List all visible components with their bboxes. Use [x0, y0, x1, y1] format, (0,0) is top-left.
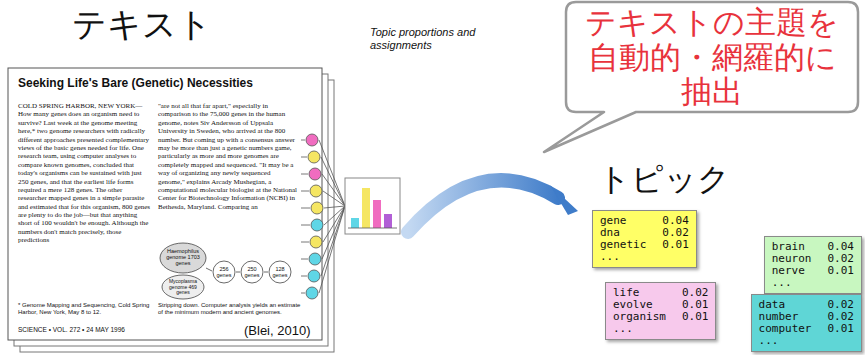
article-column: COLD SPRING HARBOR, NEW YORK— How many g…	[18, 102, 152, 245]
topic-word: genetic	[600, 239, 646, 251]
assignment-line	[301, 174, 308, 175]
assignment-line	[301, 140, 305, 141]
topic-probability: 0.01	[828, 323, 855, 335]
topic-dot	[309, 253, 321, 265]
topic-word: gene	[600, 215, 646, 227]
topic-probability: 0.01	[828, 265, 855, 277]
topic-probability: 0.02	[828, 311, 855, 323]
topic-note: brain 0.04 neuron 0.02 nerve 0.01...	[764, 236, 862, 294]
journal-footer: SCIENCE • VOL. 272 • 24 MAY 1996	[18, 326, 218, 334]
topic-probability: 0.01	[682, 311, 709, 323]
topic-word: dna	[600, 227, 646, 239]
proportion-line	[321, 206, 345, 276]
topic-word: nerve	[772, 265, 812, 277]
topic-word: number	[759, 311, 812, 323]
topic-dots	[306, 134, 323, 299]
assignment-line	[301, 276, 307, 277]
proportion-line	[321, 157, 345, 206]
topic-probability: 0.01	[662, 239, 689, 251]
topic-probability: 0.01	[682, 299, 709, 311]
topic-dot	[308, 151, 320, 163]
proportion-line	[324, 206, 345, 208]
figure-caption: Stripping down. Computer analysis yields…	[158, 302, 303, 316]
front-page	[8, 68, 322, 340]
topic-dot	[310, 185, 322, 197]
topic-dot	[306, 134, 318, 146]
callout-text: テキストの主題を自動的・網羅的に抽出	[581, 5, 843, 109]
topic-word: ...	[600, 251, 646, 263]
topic-probability: 0.04	[662, 215, 689, 227]
figure-label: Haemophilus genome 1703 genes	[163, 248, 203, 266]
flow-arrow	[408, 180, 578, 232]
callout-shape	[544, 2, 858, 152]
topic-probability: 0.04	[828, 241, 855, 253]
callout-box: テキストの主題を自動的・網羅的に抽出	[566, 2, 858, 112]
topic-probability: 0.02	[682, 287, 709, 299]
topic-probability: 0.02	[828, 299, 855, 311]
assignment-line	[301, 242, 309, 243]
assignment-line	[301, 225, 310, 226]
topic-probability: 0.02	[662, 227, 689, 239]
proportion-line	[322, 206, 345, 259]
topic-word: evolve	[613, 299, 666, 311]
figure-label: 250 genes	[242, 266, 262, 278]
topic-probability: 0.02	[828, 253, 855, 265]
topic-word: ...	[613, 323, 666, 335]
proportion-line	[323, 191, 345, 206]
topic-word: ...	[759, 335, 812, 347]
assignment-line	[301, 208, 310, 209]
assignment-line	[301, 191, 309, 192]
topic-dot	[309, 168, 321, 180]
citation: (Blei, 2010)	[244, 324, 310, 338]
topic-word: brain	[772, 241, 812, 253]
proportion-line	[323, 206, 345, 242]
topic-dot	[310, 236, 322, 248]
topic-dot	[308, 270, 320, 282]
figure-label: 128 genes	[270, 266, 290, 278]
article-title: Seeking Life's Bare (Genetic) Necessitie…	[18, 76, 314, 90]
topic-note: data 0.02 number 0.02 computer 0.01...	[751, 294, 862, 352]
proportion-line	[319, 206, 345, 293]
genome-figure	[160, 243, 291, 299]
topic-dot	[311, 202, 323, 214]
proportion-chart	[345, 178, 400, 234]
proportion-line	[319, 140, 345, 206]
assignment-line	[301, 259, 308, 260]
topic-word: neuron	[772, 253, 812, 265]
article-column: "are not all that far apart," especially…	[158, 102, 298, 211]
figure-label: Mycoplasma genome 469 genes	[165, 279, 201, 296]
section-label: トピック	[598, 162, 730, 197]
assignment-line	[301, 157, 307, 158]
topic-note: gene 0.04 dna 0.02 genetic 0.01...	[592, 210, 697, 268]
topic-dot	[306, 287, 318, 299]
section-label: テキスト	[72, 6, 212, 43]
figure-label: Topic proportions and assignments	[370, 26, 482, 51]
topic-note: life 0.02 evolve 0.01 organism 0.01...	[605, 282, 716, 340]
proportion-line	[322, 174, 345, 206]
footnote: * Genome Mapping and Sequencing, Cold Sp…	[18, 302, 152, 316]
topic-word: data	[759, 299, 812, 311]
topic-word: life	[613, 287, 666, 299]
figure-label: 256 genes	[214, 266, 234, 278]
topic-word: organism	[613, 311, 666, 323]
topic-dot	[311, 219, 323, 231]
topic-word: ...	[772, 277, 812, 289]
assignment-lines	[301, 140, 345, 293]
topic-word: computer	[759, 323, 812, 335]
document-page: Seeking Life's Bare (Genetic) Necessitie…	[8, 68, 322, 340]
assignment-line	[301, 293, 305, 294]
